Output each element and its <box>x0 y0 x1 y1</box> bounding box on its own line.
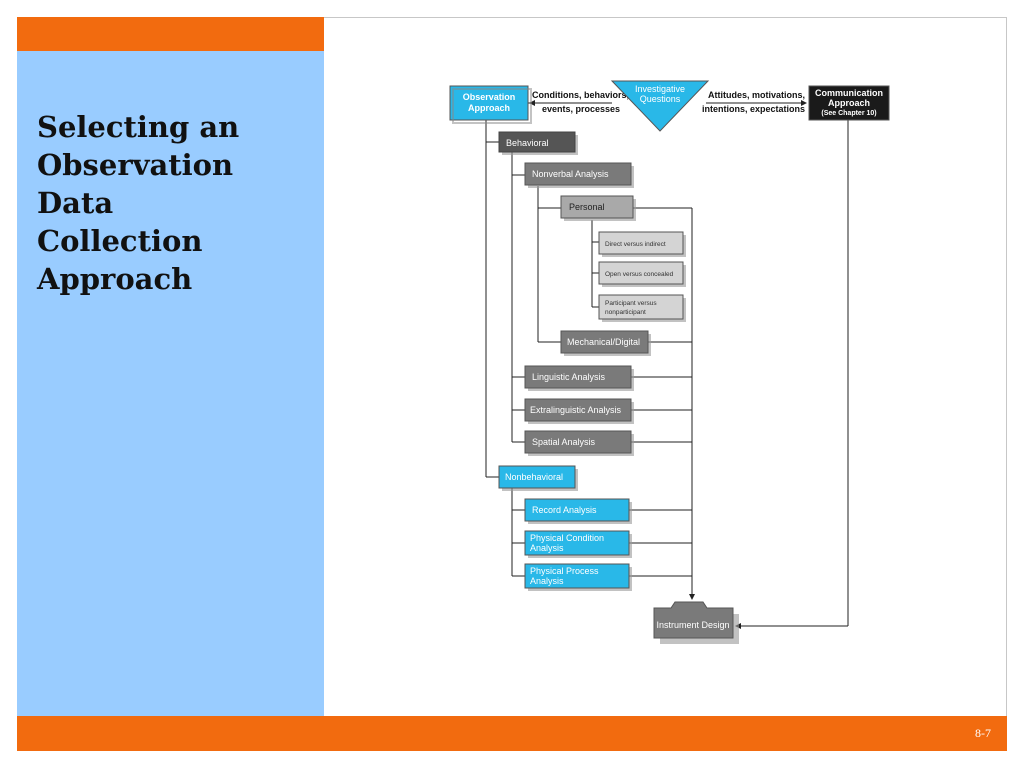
diagram-area: Observation Approach Conditions, behavio… <box>324 17 1007 716</box>
open-label: Open versus concealed <box>605 271 674 278</box>
mechanical-label: Mechanical/Digital <box>567 337 640 347</box>
communication-label-3: (See Chapter 10) <box>821 110 876 117</box>
linguistic-label: Linguistic Analysis <box>532 372 606 382</box>
slide-title: Selecting an Observation Data Collection… <box>37 110 240 296</box>
record-analysis-box: Record Analysis <box>524 498 632 524</box>
observation-label-1: Observation <box>463 92 516 102</box>
physical-condition-label-1: Physical Condition <box>530 533 604 543</box>
investigative-label-2: Questions <box>640 94 681 104</box>
open-vs-concealed-box: Open versus concealed <box>598 261 686 287</box>
left-title-panel <box>17 51 324 716</box>
communication-label-1: Communication <box>815 88 883 98</box>
direct-label: Direct versus indirect <box>605 241 666 248</box>
conditions-label-2: events, processes <box>542 104 620 114</box>
mechanical-digital-box: Mechanical/Digital <box>560 330 651 356</box>
personal-label: Personal <box>569 202 605 212</box>
extralinguistic-analysis-box: Extralinguistic Analysis <box>524 398 634 424</box>
observation-label-2: Approach <box>468 103 510 113</box>
participant-vs-nonparticipant-box: Participant versus nonparticipant <box>598 294 686 322</box>
participant-label-2: nonparticipant <box>605 309 646 316</box>
investigative-label-1: Investigative <box>635 84 685 94</box>
extralinguistic-label: Extralinguistic Analysis <box>530 405 622 415</box>
instrument-design-box: Instrument Design <box>653 601 739 644</box>
nonbehavioral-label: Nonbehavioral <box>505 472 563 482</box>
observation-approach-box: Observation Approach <box>449 85 532 124</box>
physical-condition-analysis-box: Physical Condition Analysis <box>524 530 632 558</box>
observation-approach-diagram: Observation Approach Conditions, behavio… <box>449 80 890 644</box>
personal-box: Personal <box>560 195 636 221</box>
participant-label-1: Participant versus <box>605 300 657 307</box>
bottom-orange-bar: 8-7 <box>17 716 1007 751</box>
investigative-questions-triangle: Investigative Questions <box>610 80 710 132</box>
physical-process-label-2: Analysis <box>530 576 564 586</box>
attitudes-label-1: Attitudes, motivations, <box>708 90 805 100</box>
spatial-label: Spatial Analysis <box>532 437 596 447</box>
spatial-analysis-box: Spatial Analysis <box>524 430 634 456</box>
conditions-label-1: Conditions, behaviors, <box>532 90 629 100</box>
physical-process-label-1: Physical Process <box>530 566 599 576</box>
behavioral-label: Behavioral <box>506 138 549 148</box>
instrument-label: Instrument Design <box>656 620 729 630</box>
physical-condition-label-2: Analysis <box>530 543 564 553</box>
direct-vs-indirect-box: Direct versus indirect <box>598 231 686 257</box>
connector-lines <box>485 100 849 629</box>
communication-label-2: Approach <box>828 98 870 108</box>
communication-approach-box: Communication Approach (See Chapter 10) <box>808 85 890 121</box>
attitudes-label-2: intentions, expectations <box>702 104 805 114</box>
linguistic-analysis-box: Linguistic Analysis <box>524 365 634 391</box>
record-label: Record Analysis <box>532 505 597 515</box>
nonbehavioral-box: Nonbehavioral <box>498 465 578 491</box>
left-orange-band <box>17 17 324 51</box>
nonverbal-label: Nonverbal Analysis <box>532 169 609 179</box>
behavioral-box: Behavioral <box>498 131 578 155</box>
page-number: 8-7 <box>975 726 991 740</box>
physical-process-analysis-box: Physical Process Analysis <box>524 563 632 591</box>
nonverbal-analysis-box: Nonverbal Analysis <box>524 162 634 188</box>
